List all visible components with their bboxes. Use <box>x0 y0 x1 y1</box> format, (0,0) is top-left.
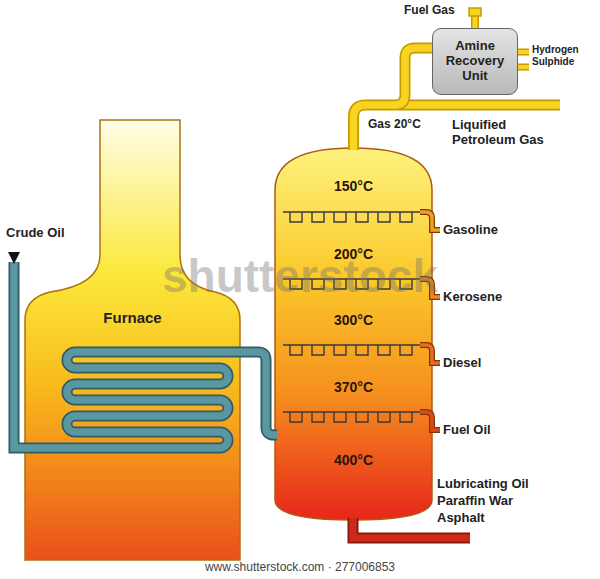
bubble-cap <box>290 212 302 222</box>
product-label: Kerosene <box>443 290 502 305</box>
bubble-cap <box>290 345 302 355</box>
pipe-connector <box>240 352 277 435</box>
pipe-outline <box>240 352 277 435</box>
side-draw-outline <box>420 412 440 430</box>
bubble-cap <box>334 412 346 422</box>
product-label: Gasoline <box>443 223 498 238</box>
bubble-cap <box>356 345 368 355</box>
bubble-cap <box>400 412 412 422</box>
bubble-cap <box>356 412 368 422</box>
pipe-connector <box>354 48 434 150</box>
pipe-outline <box>354 48 434 150</box>
tray-line <box>283 344 424 346</box>
unit-label: Amine Recovery Unit <box>437 39 513 84</box>
column-shape <box>275 148 432 520</box>
amine-recovery-unit: Amine Recovery Unit <box>432 28 518 95</box>
bubble-cap <box>312 345 324 355</box>
bubble-cap <box>356 212 368 222</box>
side-draw-pipe <box>420 212 440 230</box>
tray-line <box>283 211 424 213</box>
product-label: Diesel <box>443 356 481 371</box>
bubble-cap <box>400 212 412 222</box>
inlet-arrow <box>8 252 20 264</box>
bubble-cap <box>378 212 390 222</box>
pipe-fill <box>240 352 277 435</box>
bubble-cap <box>312 412 324 422</box>
outlet-label: Fuel Gas <box>404 4 455 18</box>
h2s-pipe-inner <box>517 52 529 67</box>
bubble-cap <box>378 345 390 355</box>
temperature-label: 400°C <box>279 452 428 468</box>
inlet-label: Crude Oil <box>6 226 65 241</box>
bubble-cap <box>400 345 412 355</box>
stream-label: Gas 20°C <box>368 118 421 132</box>
side-draw-outline <box>420 212 440 230</box>
bubble-cap <box>290 412 302 422</box>
temperature-label: 300°C <box>279 312 428 328</box>
footer-text: www.shutterstock.com · 277006853 <box>0 561 600 575</box>
product-label: Paraffin War <box>437 494 513 509</box>
product-label: Fuel Oil <box>443 423 491 438</box>
lpg-pipe <box>398 101 560 109</box>
bubble-cap <box>334 212 346 222</box>
pipe-fill <box>354 48 434 150</box>
furnace-shape <box>25 120 240 560</box>
furnace-label: Furnace <box>29 309 236 326</box>
product-label: Asphalt <box>437 511 485 526</box>
distillation-column: 150°C200°C300°C370°C400°C <box>275 148 432 520</box>
temperature-label: 150°C <box>279 178 428 194</box>
side-draw-pipe <box>420 345 440 363</box>
temperature-label: 370°C <box>279 379 428 395</box>
lpg-pipe-outline <box>398 100 560 111</box>
bubble-cap <box>334 345 346 355</box>
side-draw-pipe <box>420 412 440 430</box>
tray-line <box>283 411 424 413</box>
h2s-pipe <box>517 52 529 67</box>
outlet-label: Hydrogen Sulphide <box>532 44 594 67</box>
side-draw-outline <box>420 345 440 363</box>
bubble-cap <box>312 212 324 222</box>
furnace: Furnace <box>25 120 240 560</box>
watermark: shutterstock <box>0 250 600 303</box>
fuel-gas-cap <box>469 8 481 16</box>
product-label: Liquified Petroleum Gas <box>452 118 570 148</box>
bubble-cap <box>378 412 390 422</box>
product-label: Lubricating Oil <box>437 477 529 492</box>
